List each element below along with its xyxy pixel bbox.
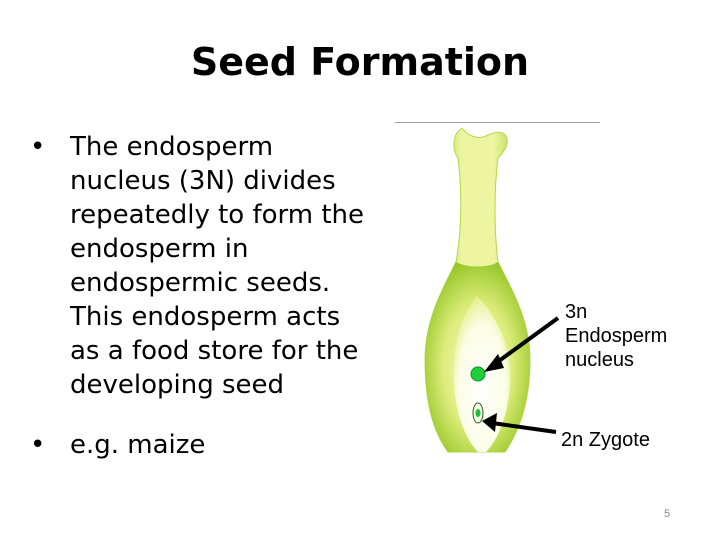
page-number: 5 xyxy=(664,508,670,520)
endosperm-label-line: 3n xyxy=(565,300,715,324)
endosperm-nucleus xyxy=(471,367,485,381)
endosperm-label-line: nucleus xyxy=(565,348,715,372)
endosperm-nucleus-label: 3n Endosperm nucleus xyxy=(565,300,715,372)
zygote-label: 2n Zygote xyxy=(561,428,650,452)
endosperm-label-line: Endosperm xyxy=(565,324,715,348)
zygote-nucleus xyxy=(476,409,481,417)
